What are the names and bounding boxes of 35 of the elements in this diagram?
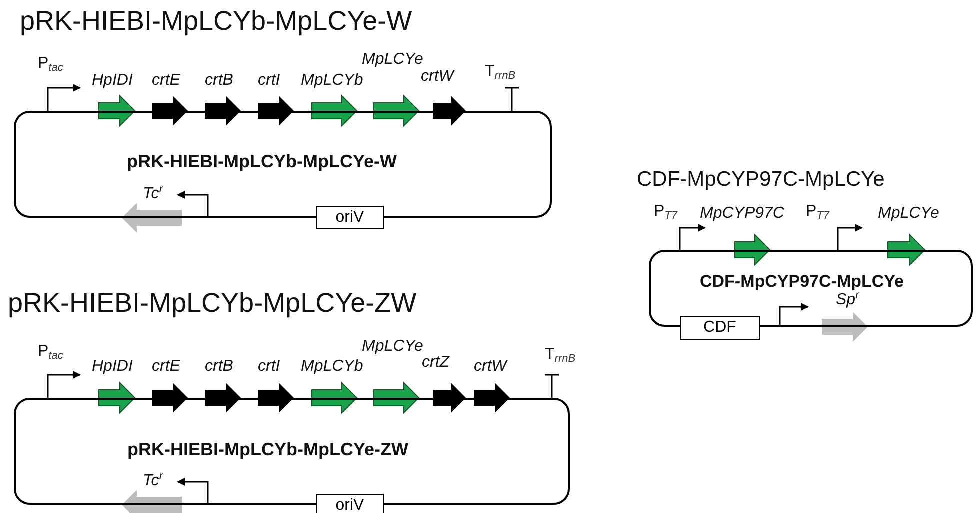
resistance-label: Tc$^{r}$: [143, 469, 163, 491]
gene-label: MpCYP97C: [700, 205, 784, 223]
promoter-label: P$_{tac}$: [38, 343, 64, 364]
gene-label: MpLCYe: [362, 51, 424, 69]
gene-label: MpLCYb: [301, 72, 364, 90]
gene-label: crtI: [258, 358, 280, 376]
gene-label: MpLCYe: [878, 205, 940, 223]
plasmid-name: pRK-HIEBI-MpLCYb-MpLCYe-W: [127, 152, 397, 172]
gene-label: HpIDI: [92, 72, 133, 90]
plasmid-title: pRK-HIEBI-MpLCYb-MpLCYe-W: [20, 6, 412, 37]
resistance-label: Sp$^{r}$: [836, 289, 860, 310]
plasmid-name: CDF-MpCYP97C-MpLCYe: [700, 272, 904, 292]
gene-label: HpIDI: [92, 358, 133, 376]
resistance-label: Tc$^{r}$: [143, 182, 163, 204]
promoter-label: P$_{T7}$: [654, 203, 678, 224]
gene-label: crtE: [152, 358, 180, 376]
plasmid-name: pRK-HIEBI-MpLCYb-MpLCYe-ZW: [128, 440, 408, 460]
gene-label: crtB: [205, 72, 234, 90]
terminator-label: T$_{rrnB}$: [545, 346, 576, 367]
gene-label: crtW: [474, 358, 507, 376]
promoter-label: P$_{tac}$: [38, 55, 64, 76]
gene-label: crtE: [152, 72, 180, 90]
replicon-box: oriV: [316, 494, 384, 513]
terminator-label: T$_{rrnB}$: [485, 63, 516, 84]
gene-label: MpLCYe: [362, 338, 424, 356]
gene-label: crtZ: [422, 354, 450, 372]
gene-label: crtI: [258, 72, 280, 90]
replicon-box: CDF: [680, 316, 760, 340]
plasmid-title: pRK-HIEBI-MpLCYb-MpLCYe-ZW: [8, 288, 417, 319]
gene-label: crtW: [421, 68, 454, 86]
promoter-label: P$_{T7}$: [806, 203, 830, 224]
plasmid-title: CDF-MpCYP97C-MpLCYe: [637, 168, 885, 192]
replicon-box: oriV: [316, 206, 384, 229]
gene-label: MpLCYb: [301, 358, 364, 376]
gene-label: crtB: [205, 358, 234, 376]
